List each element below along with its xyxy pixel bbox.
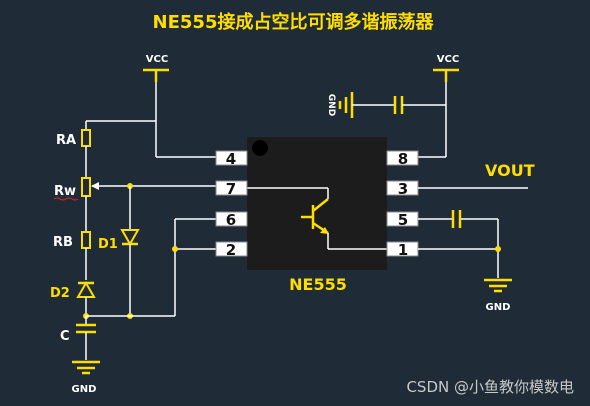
svg-text:2: 2	[226, 241, 236, 259]
resistor-rb	[81, 231, 91, 249]
pin-8: 8	[386, 150, 419, 168]
pin-4: 4	[215, 150, 248, 168]
vcc-left-symbol	[143, 68, 169, 82]
capacitor-top	[393, 96, 404, 114]
diode-d1	[120, 229, 140, 247]
rw-wiper-arrow	[91, 182, 99, 190]
pin-5: 5	[386, 211, 419, 229]
pin-2: 2	[215, 241, 248, 259]
svg-text:8: 8	[398, 150, 408, 168]
chip-label: NE555	[289, 275, 347, 294]
pin-3: 3	[386, 180, 419, 198]
ne555-chip	[247, 137, 387, 270]
svg-text:1: 1	[398, 241, 408, 259]
chip-notch	[252, 140, 268, 156]
potentiometer-rw	[81, 177, 91, 197]
ra-label: RA	[56, 133, 76, 148]
capacitor-c	[76, 323, 96, 334]
svg-text:3: 3	[398, 180, 408, 198]
gnd-right-label: GND	[486, 302, 511, 313]
gnd-bottom-symbol	[72, 360, 100, 375]
c-label: C	[60, 329, 70, 344]
rw-underline	[53, 197, 79, 201]
gnd-bottom-label: GND	[72, 384, 97, 395]
vout-label: VOUT	[485, 161, 535, 180]
watermark: CSDN @小鱼教你模数电	[406, 378, 574, 396]
diagram-title: NE555接成占空比可调多谐振荡器	[153, 11, 435, 33]
pin-6: 6	[215, 211, 248, 229]
gnd-top-label: GND	[326, 94, 336, 116]
pin-7: 7	[215, 180, 248, 198]
svg-text:7: 7	[226, 180, 236, 198]
vcc-right-symbol	[433, 68, 459, 82]
svg-text:4: 4	[226, 150, 236, 168]
capacitor-pin5	[451, 210, 462, 228]
gnd-right-symbol	[484, 278, 512, 293]
gnd-top-symbol	[338, 92, 354, 118]
pin-1: 1	[386, 241, 419, 259]
d1-label: D1	[98, 237, 118, 252]
vcc-left-label: VCC	[146, 54, 168, 65]
diode-d2	[76, 280, 96, 298]
svg-text:6: 6	[226, 211, 236, 229]
rb-label: RB	[53, 235, 73, 250]
rw-label: Rw	[54, 184, 76, 199]
internal-transistor	[247, 187, 387, 250]
resistor-ra	[81, 129, 91, 147]
d2-label: D2	[50, 286, 70, 301]
vcc-right-label: VCC	[437, 54, 459, 65]
svg-text:5: 5	[398, 211, 408, 229]
